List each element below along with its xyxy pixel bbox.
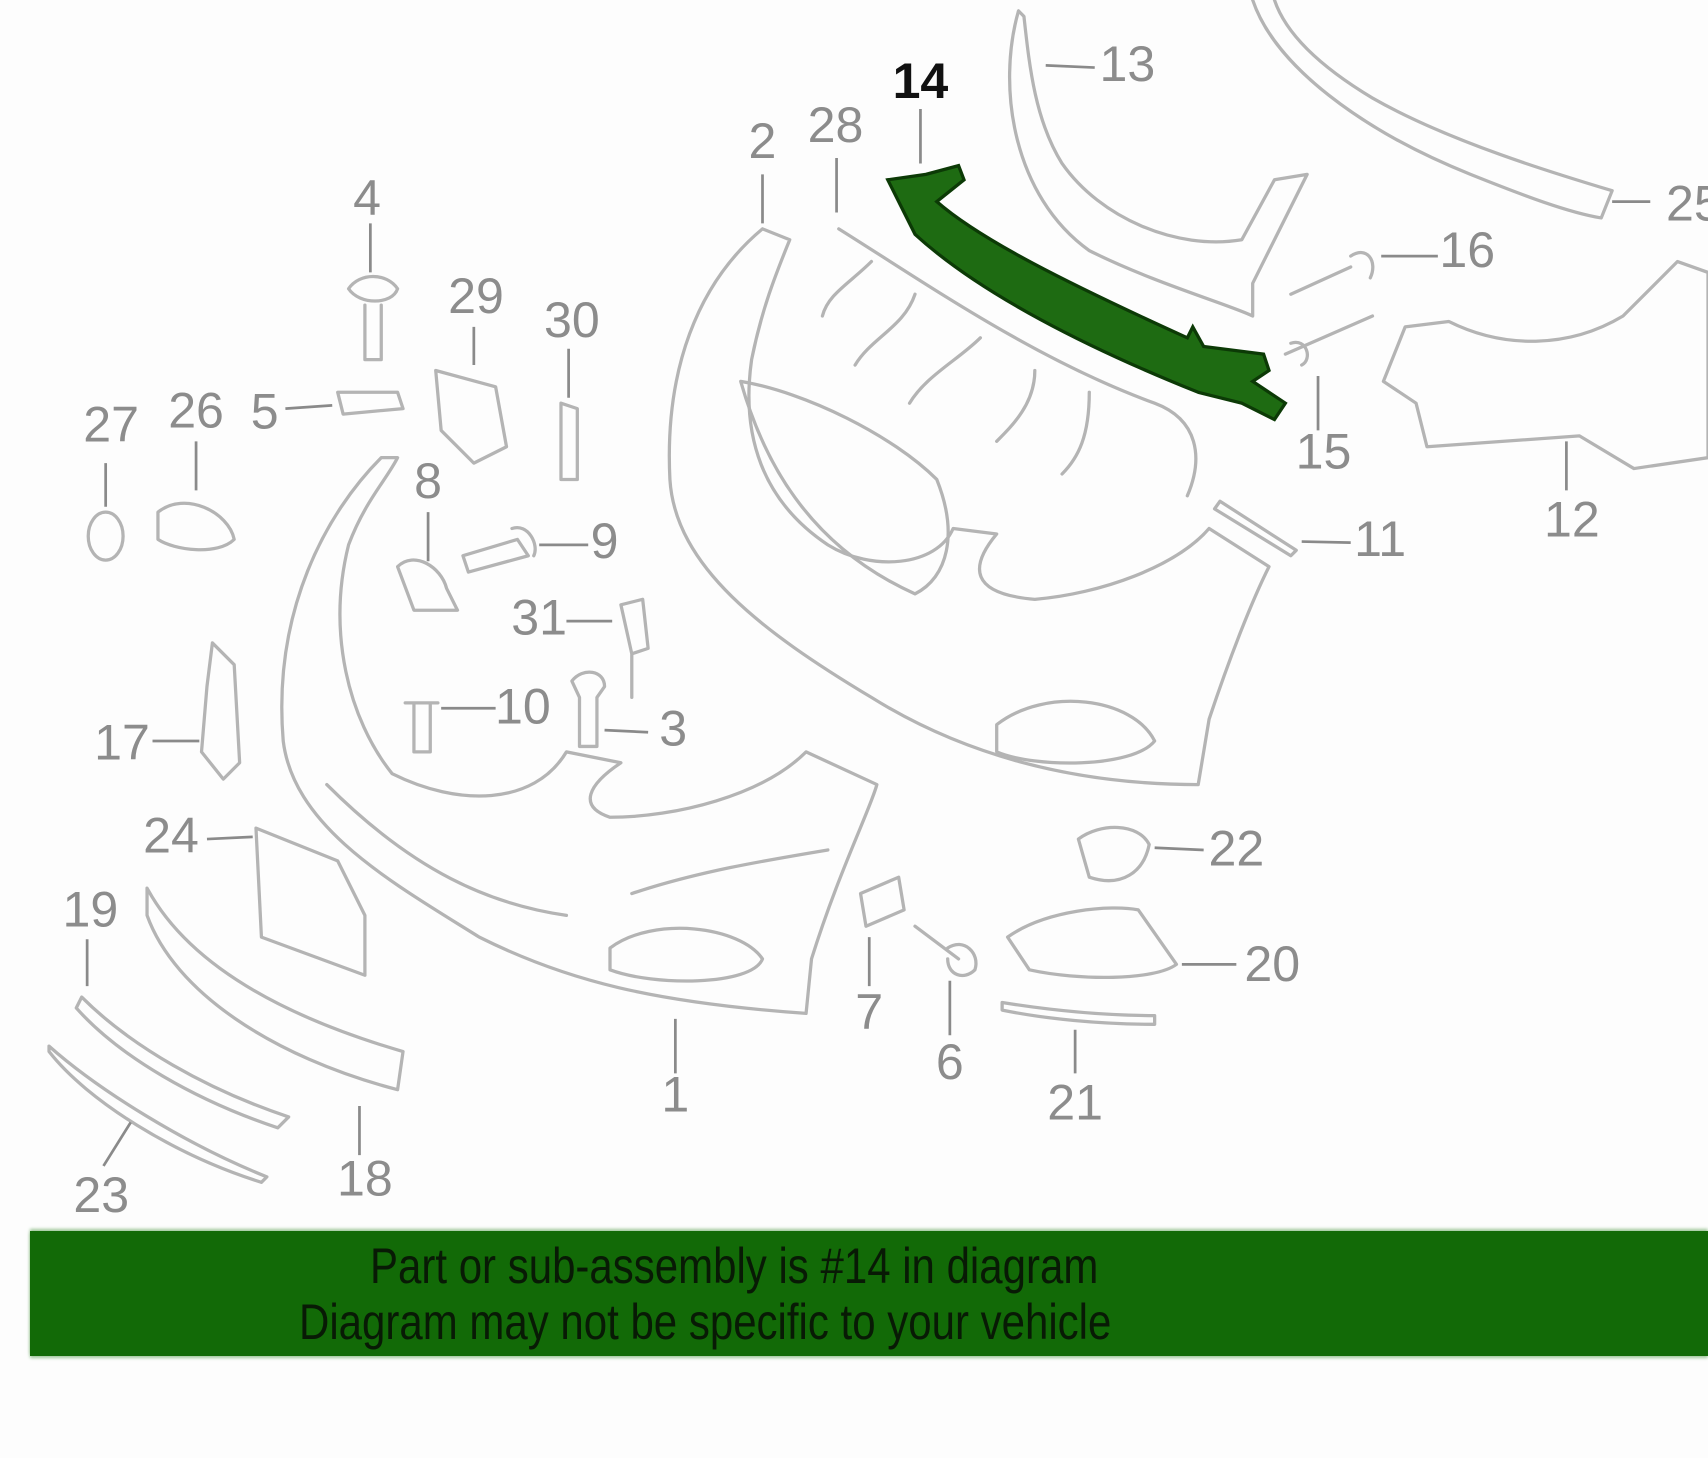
callout-23: 23 xyxy=(73,1167,129,1223)
callout-8: 8 xyxy=(414,453,442,509)
bumper-cover-lower xyxy=(280,456,879,1016)
callout-2: 2 xyxy=(749,113,777,169)
callout-30: 30 xyxy=(544,292,600,348)
callout-15: 15 xyxy=(1296,424,1352,480)
trim-19 xyxy=(74,995,291,1130)
callout-3: 3 xyxy=(659,700,687,756)
bracket-13 xyxy=(1008,9,1309,318)
plate-24 xyxy=(254,826,367,977)
callout-25: 25 xyxy=(1666,175,1708,231)
wiring-harness xyxy=(820,227,1198,498)
callout-24: 24 xyxy=(143,807,199,863)
bracket-17 xyxy=(199,641,242,781)
callout-26: 26 xyxy=(168,382,224,438)
callout-20: 20 xyxy=(1244,936,1300,992)
callout-4: 4 xyxy=(353,170,381,226)
rivet-10 xyxy=(403,701,440,754)
ring-27 xyxy=(86,510,125,562)
part-14-highlighted xyxy=(885,163,1288,422)
bracket-30 xyxy=(559,401,579,482)
callout-18: 18 xyxy=(337,1151,393,1207)
callout-21: 21 xyxy=(1047,1074,1103,1130)
banner-line-part-number: Part or sub-assembly is #14 in diagram xyxy=(370,1237,1099,1294)
callout-6: 6 xyxy=(936,1034,964,1090)
leader-arrows xyxy=(85,64,1651,1167)
grille-18 xyxy=(145,886,405,1092)
callout-27: 27 xyxy=(83,396,139,452)
screw-6 xyxy=(913,924,978,978)
strip-11 xyxy=(1212,499,1298,558)
clip-8 xyxy=(395,558,460,612)
callout-19: 19 xyxy=(63,881,119,937)
callout-31: 31 xyxy=(511,589,567,645)
callout-28: 28 xyxy=(808,97,864,153)
bumper-cover-upper xyxy=(667,227,1271,787)
callout-16: 16 xyxy=(1439,222,1495,278)
fog-light-20 xyxy=(1005,906,1179,980)
bracket-12 xyxy=(1381,259,1708,471)
callout-7: 7 xyxy=(855,984,883,1040)
clip-5 xyxy=(336,390,405,416)
screw-9 xyxy=(461,526,537,574)
pin-15 xyxy=(1283,314,1375,367)
bracket-25 xyxy=(1251,0,1614,220)
banner-line-disclaimer: Diagram may not be specific to your vehi… xyxy=(299,1293,1112,1350)
callout-13: 13 xyxy=(1100,36,1156,92)
screw-3 xyxy=(570,670,607,749)
grille-opening xyxy=(739,379,950,596)
callout-17: 17 xyxy=(94,715,150,771)
cover-22 xyxy=(1076,825,1151,883)
callout-11: 11 xyxy=(1354,511,1406,567)
callout-9: 9 xyxy=(591,513,619,569)
callout-14-highlighted: 14 xyxy=(893,53,949,109)
bolt-16 xyxy=(1289,250,1375,296)
callout-10: 10 xyxy=(495,679,551,735)
fog-light-opening-right xyxy=(995,699,1157,765)
sensor-31 xyxy=(619,597,650,700)
callout-22: 22 xyxy=(1208,820,1264,876)
bracket-7 xyxy=(858,875,906,928)
bumper-contour-line xyxy=(325,782,830,917)
callout-1: 1 xyxy=(661,1067,689,1123)
sensor-26 xyxy=(156,501,236,552)
clip-4 xyxy=(346,275,400,362)
callout-29: 29 xyxy=(448,268,504,324)
sensor-29 xyxy=(434,368,509,465)
callout-5: 5 xyxy=(251,383,279,439)
fog-light-opening-left xyxy=(608,926,765,983)
part-notice-banner: Part or sub-assembly is #14 in diagram D… xyxy=(30,1231,1708,1356)
trim-23 xyxy=(47,1044,269,1184)
trim-21 xyxy=(1000,1000,1157,1026)
callout-12: 12 xyxy=(1544,491,1600,547)
